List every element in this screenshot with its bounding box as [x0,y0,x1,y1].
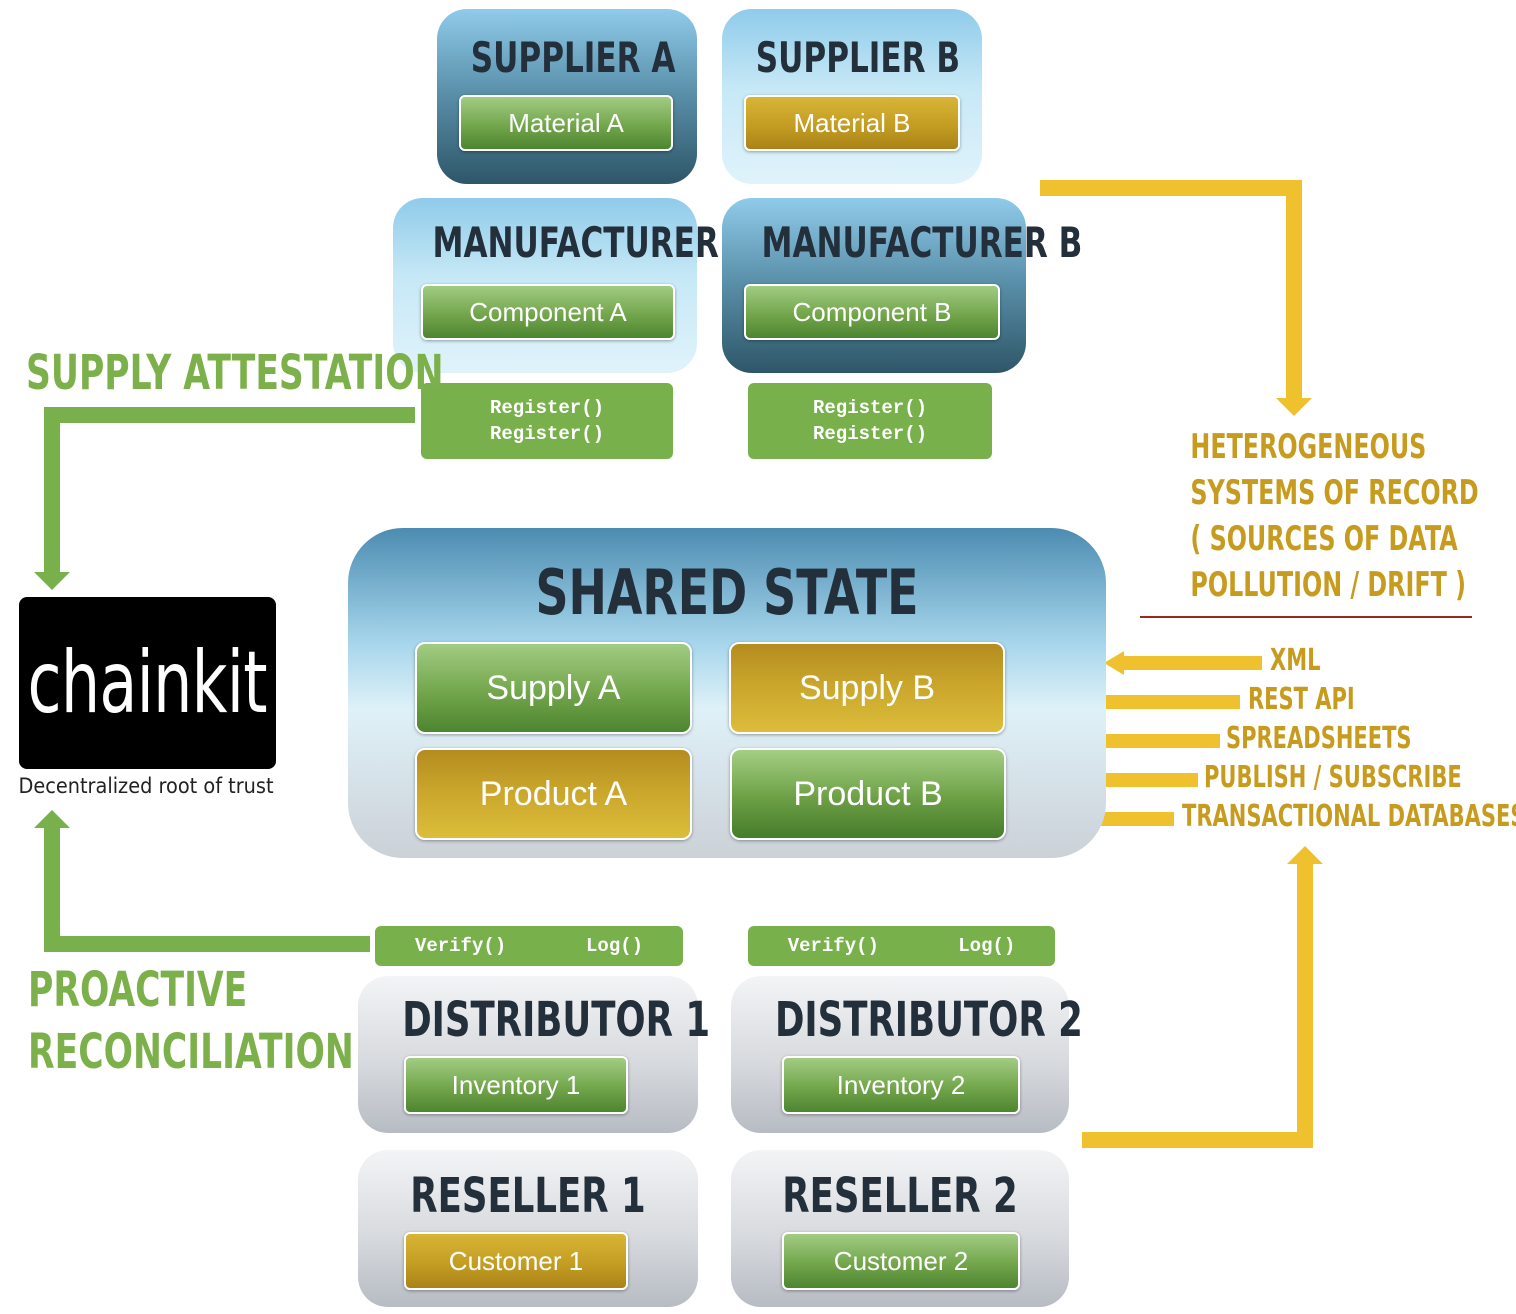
manufacturer-a-title: MANUFACTURER A [432,218,754,267]
component-a-chip[interactable]: Component A [421,284,675,340]
component-b-chip[interactable]: Component B [744,284,1000,340]
chainkit-logo: chainkit [19,597,276,769]
chainkit-caption: Decentralized root of trust [18,774,274,798]
heterogeneous-line: ( SOURCES OF DATA [1190,519,1458,559]
heterogeneous-label: HETEROGENEOUS SYSTEMS OF RECORD ( SOURCE… [1140,424,1479,608]
product-b-chip[interactable]: Product B [730,748,1006,840]
proactive-label: PROACTIVE [28,962,248,1018]
heterogeneous-connector-bottom [1082,862,1313,1148]
source-publish-subscribe: PUBLISH / SUBSCRIBE [1204,760,1462,795]
supplier-b-panel: SUPPLIER B Material B [722,9,982,184]
chainkit-logo-text: chainkit [27,633,268,733]
distributor-2-panel: DISTRIBUTOR 2 Inventory 2 [731,976,1083,1133]
supply-attestation-label: SUPPLY ATTESTATION [26,345,444,401]
heterogeneous-connector-top [1040,180,1302,400]
source-transactional-databases: TRANSACTIONAL DATABASES [1182,799,1516,834]
verify-log-box-2: Verify() Log() [748,926,1055,966]
inventory-1-chip[interactable]: Inventory 1 [404,1056,628,1114]
heterogeneous-line: SYSTEMS OF RECORD [1190,473,1479,513]
heterogeneous-line: POLLUTION / DRIFT ) [1190,565,1466,605]
register-call: Register() [812,423,928,445]
distributor-1-title: DISTRIBUTOR 1 [402,992,711,1048]
source-xml: XML [1270,643,1321,678]
reconciliation-arrowhead [34,810,70,828]
customer-1-chip[interactable]: Customer 1 [404,1232,628,1290]
distributor-2-title: DISTRIBUTOR 2 [774,992,1083,1048]
material-b-chip[interactable]: Material B [744,95,960,151]
shared-state-panel: SHARED STATE Supply A Supply B Product A… [348,528,1106,858]
verify-log-box-1: Verify() Log() [375,926,683,966]
register-call: Register() [812,397,928,419]
heterogeneous-line: HETEROGENEOUS [1190,427,1427,467]
register-box-a: Register() Register() [421,383,673,459]
verify-call: Verify() [414,935,507,957]
register-box-b: Register() Register() [748,383,992,459]
customer-2-chip[interactable]: Customer 2 [782,1232,1020,1290]
supply-attestation-arrowhead [34,572,70,590]
reseller-1-title: RESELLER 1 [410,1168,646,1224]
reseller-2-panel: RESELLER 2 Customer 2 [731,1150,1069,1307]
manufacturer-b-title: MANUFACTURER B [761,218,1083,267]
manufacturer-b-panel: MANUFACTURER B Component B [722,198,1083,373]
log-call: Log() [586,935,644,957]
reseller-1-panel: RESELLER 1 Customer 1 [358,1150,698,1307]
reseller-2-title: RESELLER 2 [782,1168,1018,1224]
source-spreadsheets: SPREADSHEETS [1226,721,1412,756]
supplier-b-title: SUPPLIER B [755,33,961,82]
reconciliation-label: RECONCILIATION [28,1024,354,1080]
supply-b-chip[interactable]: Supply B [729,642,1005,734]
supplier-a-panel: SUPPLIER A Material A [437,9,697,184]
supplier-a-title: SUPPLIER A [470,33,676,82]
register-call: Register() [489,423,605,445]
product-a-chip[interactable]: Product A [415,748,692,840]
reconciliation-connector [44,826,370,952]
heterogeneous-arrowhead-down [1276,398,1312,416]
source-rest-api: REST API [1248,682,1355,717]
log-call: Log() [958,935,1016,957]
verify-call: Verify() [787,935,879,957]
inventory-2-chip[interactable]: Inventory 2 [782,1056,1020,1114]
manufacturer-a-panel: MANUFACTURER A Component A [393,198,754,373]
supply-attestation-connector [44,407,415,575]
supply-a-chip[interactable]: Supply A [415,642,692,734]
shared-state-title: SHARED STATE [535,556,919,629]
distributor-1-panel: DISTRIBUTOR 1 Inventory 1 [358,976,711,1133]
heterogeneous-arrowhead-up [1287,846,1323,864]
material-a-chip[interactable]: Material A [459,95,673,151]
register-call: Register() [489,397,605,419]
